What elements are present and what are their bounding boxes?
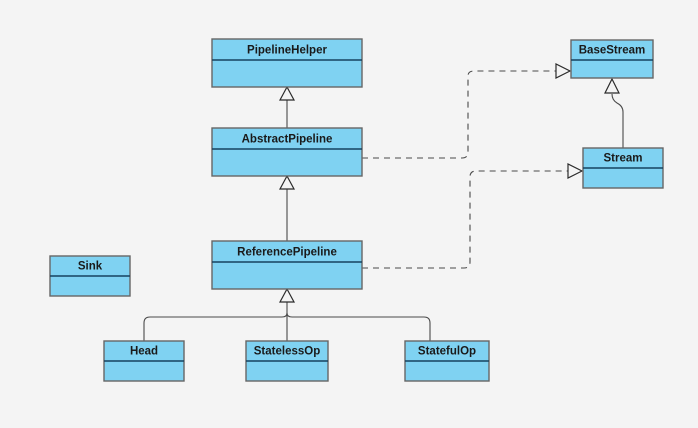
- class-box-body: [211, 240, 363, 290]
- edge-abstractpipeline-realizes-basestream: [362, 63, 572, 159]
- class-box-stateless-op[interactable]: StatelessOp: [245, 340, 329, 382]
- class-box-abstract-pipeline[interactable]: AbstractPipeline: [211, 127, 363, 177]
- class-box-base-stream[interactable]: BaseStream: [570, 39, 654, 79]
- class-name-label: Head: [130, 346, 158, 358]
- class-name-label: StatefulOp: [418, 346, 476, 358]
- class-box-stateful-op[interactable]: StatefulOp: [404, 340, 490, 382]
- edge-referencepipeline-realizes-stream: [362, 163, 584, 269]
- edge-subclasses-extend-referencepipeline: [143, 287, 431, 341]
- class-name-label: Sink: [78, 261, 103, 273]
- class-name-label: AbstractPipeline: [242, 134, 333, 146]
- class-box-body: [211, 127, 363, 177]
- class-name-label: StatelessOp: [254, 346, 320, 358]
- class-name-label: BaseStream: [579, 45, 645, 57]
- class-box-pipeline-helper[interactable]: PipelineHelper: [211, 38, 363, 88]
- class-name-label: Stream: [604, 153, 643, 165]
- edge-stream-extends-basestream: [604, 77, 624, 148]
- realization-arrowhead: [555, 63, 572, 79]
- edge-referencepipeline-extends-abstractpipeline: [278, 174, 296, 241]
- edge-layer: [143, 63, 624, 341]
- generalization-arrowhead: [604, 77, 620, 94]
- generalization-arrowhead: [278, 287, 296, 303]
- generalization-arrowhead: [278, 85, 296, 101]
- generalization-arrowhead: [278, 174, 296, 190]
- edge-abstractpipeline-extends-pipelinehelper: [278, 85, 296, 128]
- class-box-body: [211, 38, 363, 88]
- class-name-label: PipelineHelper: [247, 45, 327, 57]
- class-name-label: ReferencePipeline: [237, 247, 337, 259]
- class-box-body: [570, 39, 654, 79]
- class-box-reference-pipeline[interactable]: ReferencePipeline: [211, 240, 363, 290]
- class-box-head[interactable]: Head: [103, 340, 185, 382]
- class-box-stream[interactable]: Stream: [582, 147, 664, 189]
- class-box-sink[interactable]: Sink: [49, 255, 131, 297]
- realization-arrowhead: [567, 163, 584, 179]
